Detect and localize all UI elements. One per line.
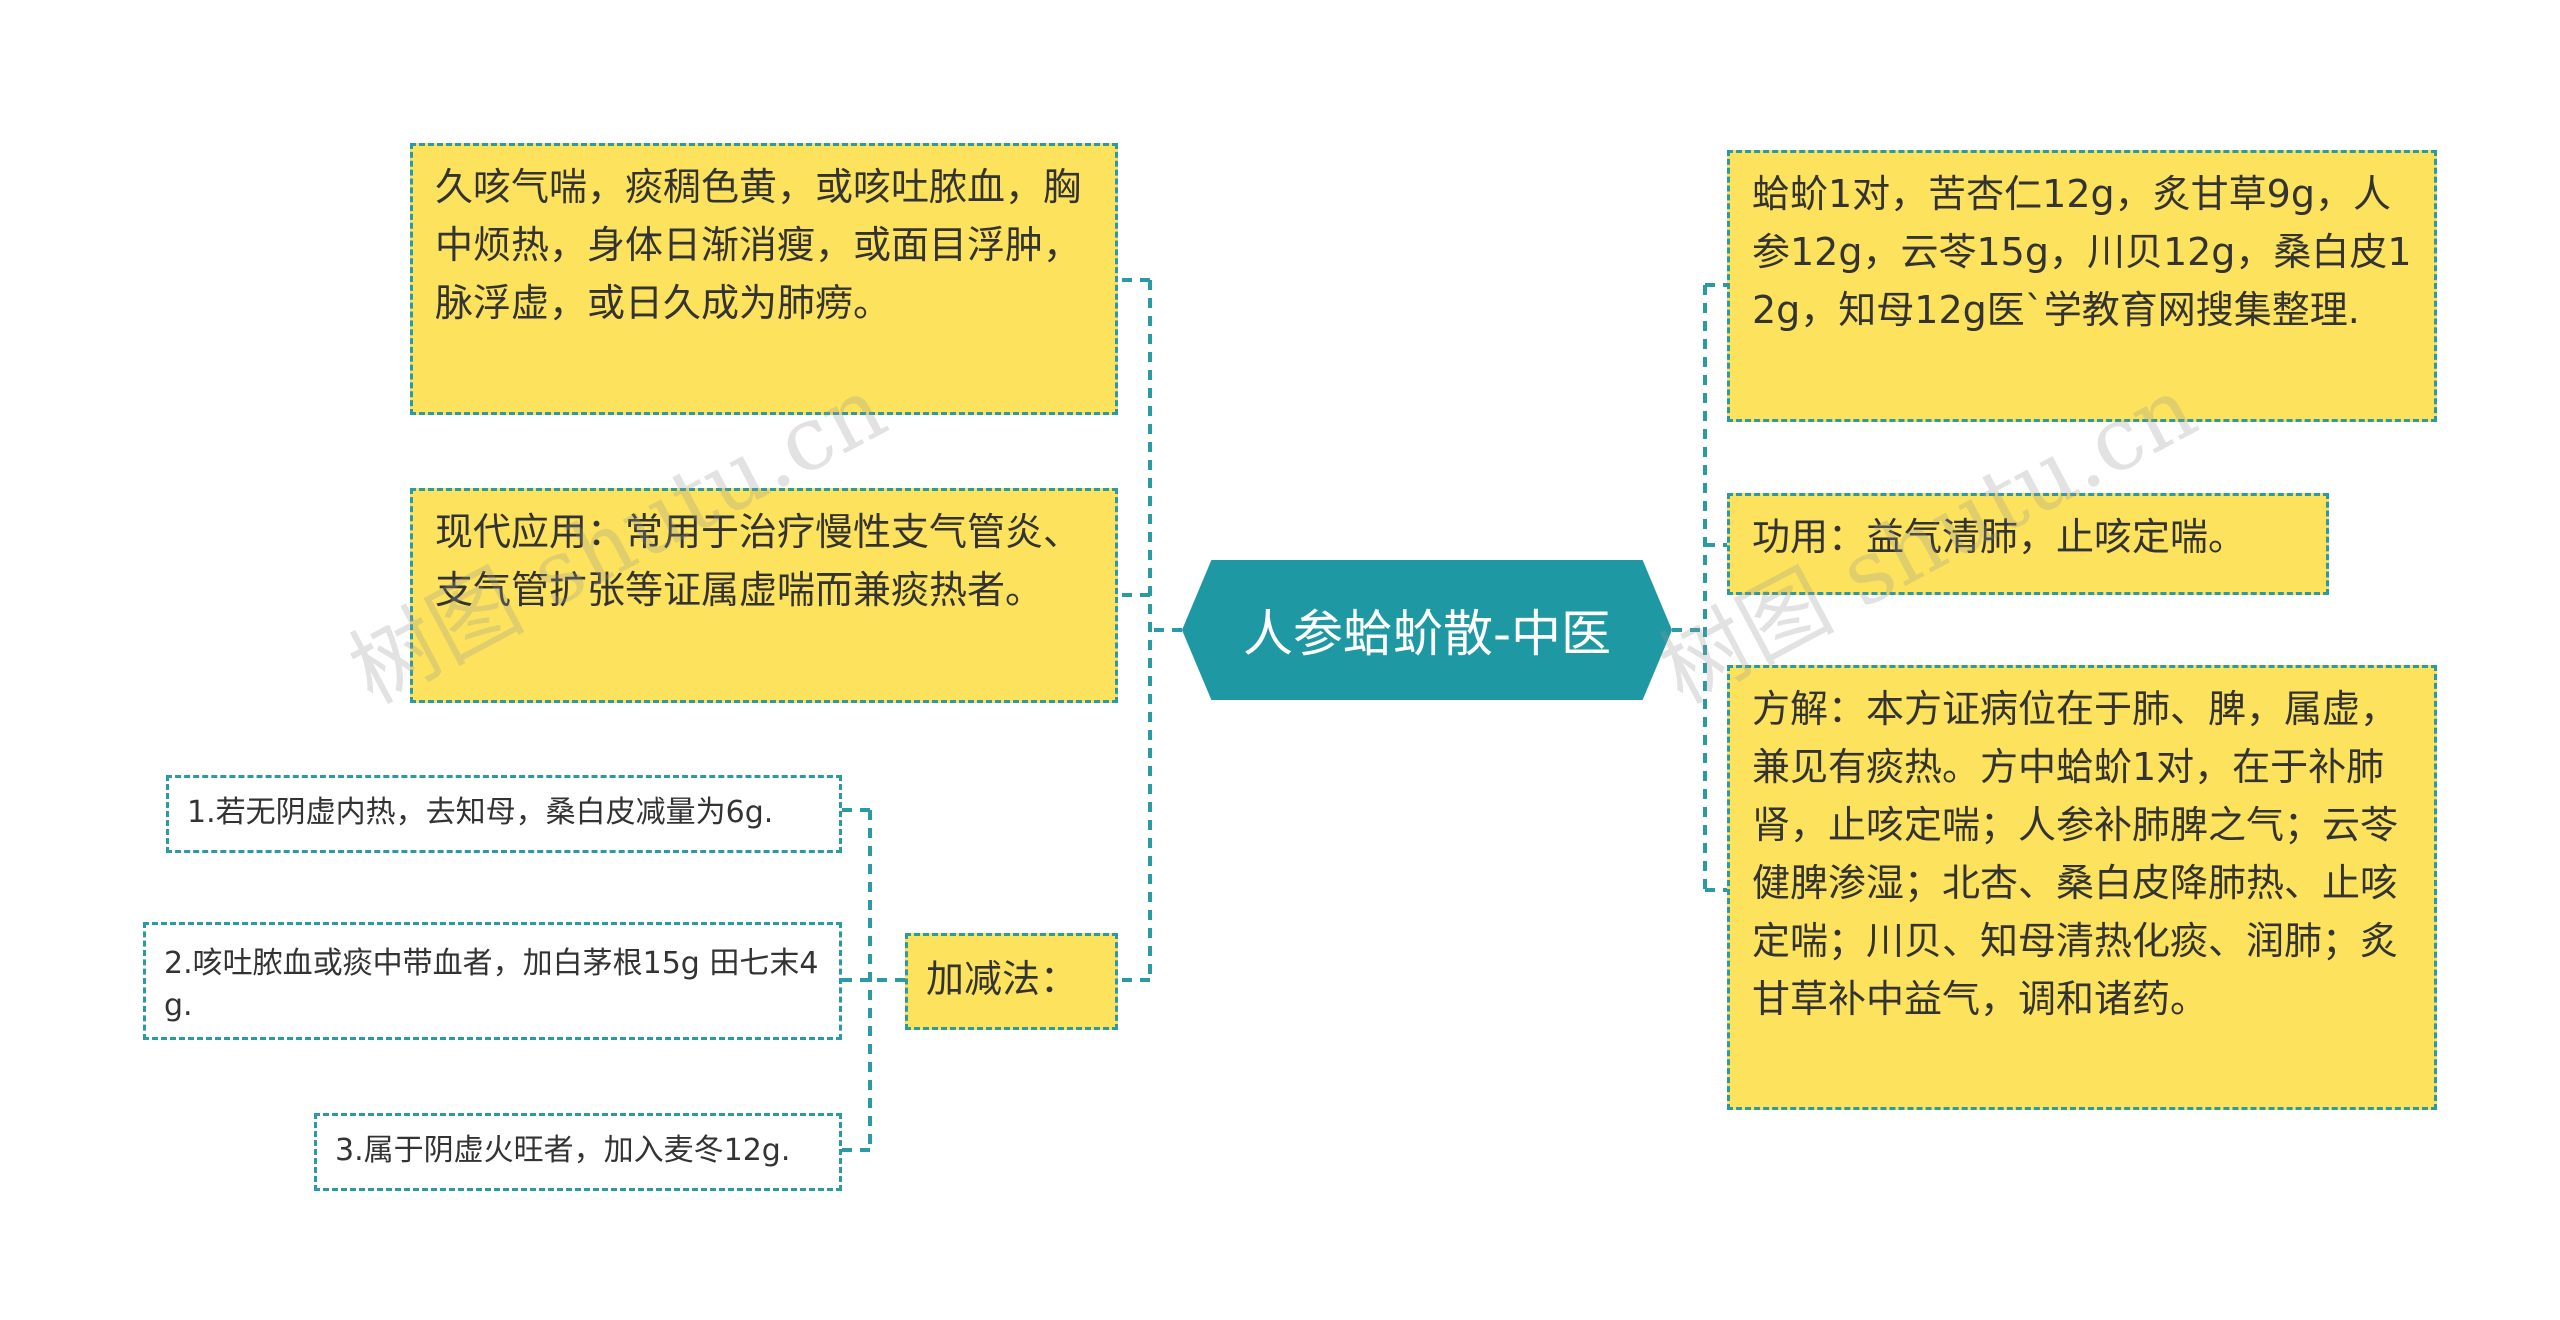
jiajian-item-2: 2.咳吐脓血或痰中带血者，加白茅根15g 田七末4g. xyxy=(143,922,842,1040)
function-node: 功用：益气清肺，止咳定喘。 xyxy=(1727,493,2329,595)
jiajian-item-text: 3.属于阴虚火旺者，加入麦冬12g. xyxy=(335,1133,791,1168)
ingredients-node: 蛤蚧1对，苦杏仁12g，炙甘草9g，人参12g，云苓15g，川贝12g，桑白皮1… xyxy=(1727,150,2437,422)
modern-application-node: 现代应用：常用于治疗慢性支气管炎、支气管扩张等证属虚喘而兼痰热者。 xyxy=(410,488,1118,703)
modern-application-text: 现代应用：常用于治疗慢性支气管炎、支气管扩张等证属虚喘而兼痰热者。 xyxy=(435,510,1082,612)
analysis-text: 方解：本方证病位在于肺、脾，属虚，兼见有痰热。方中蛤蚧1对，在于补肺肾，止咳定喘… xyxy=(1752,687,2399,1021)
central-topic-title: 人参蛤蚧散-中医 xyxy=(1242,605,1612,663)
jiajian-item-text: 2.咳吐脓血或痰中带血者，加白茅根15g 田七末4g. xyxy=(164,946,819,1023)
central-topic: 人参蛤蚧散-中医 xyxy=(1182,560,1672,700)
jiajian-item-text: 1.若无阴虚内热，去知母，桑白皮减量为6g. xyxy=(187,795,774,830)
ingredients-text: 蛤蚧1对，苦杏仁12g，炙甘草9g，人参12g，云苓15g，川贝12g，桑白皮1… xyxy=(1752,172,2412,332)
jiajian-item-3: 3.属于阴虚火旺者，加入麦冬12g. xyxy=(314,1113,842,1191)
analysis-node: 方解：本方证病位在于肺、脾，属虚，兼见有痰热。方中蛤蚧1对，在于补肺肾，止咳定喘… xyxy=(1727,665,2437,1110)
jiajian-label: 加减法： xyxy=(926,957,1079,1001)
symptoms-text: 久咳气喘，痰稠色黄，或咳吐脓血，胸中烦热，身体日渐消瘦，或面目浮肿，脉浮虚，或日… xyxy=(435,165,1082,325)
function-text: 功用：益气清肺，止咳定喘。 xyxy=(1752,515,2247,559)
jiajian-item-1: 1.若无阴虚内热，去知母，桑白皮减量为6g. xyxy=(166,775,842,853)
symptoms-node: 久咳气喘，痰稠色黄，或咳吐脓血，胸中烦热，身体日渐消瘦，或面目浮肿，脉浮虚，或日… xyxy=(410,143,1118,415)
jiajian-node: 加减法： xyxy=(905,933,1118,1030)
